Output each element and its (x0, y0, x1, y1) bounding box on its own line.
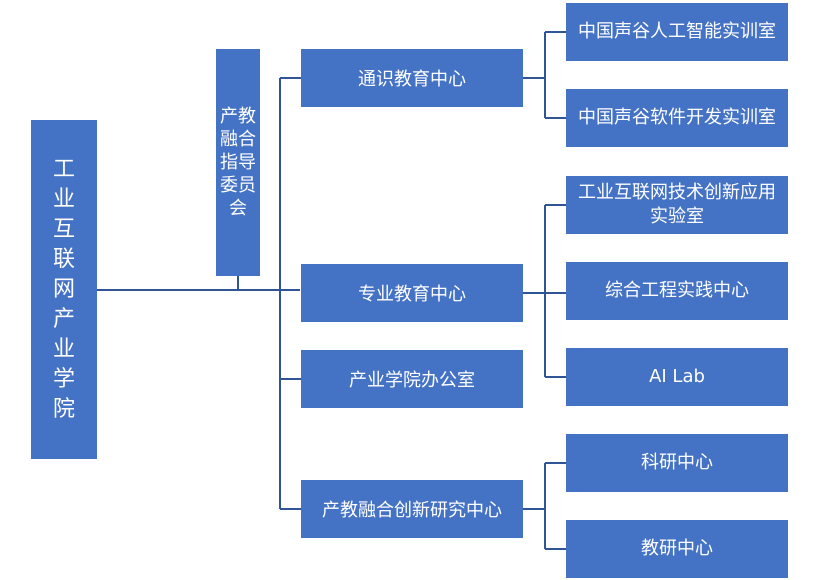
leaf-node-iiot-lab: 工业互联网技术创新应用实验室 (566, 176, 788, 234)
leaf-node-ai-lab-training: 中国声谷人工智能实训室 (566, 3, 788, 61)
center-node-professional-education: 专业教育中心 (301, 264, 523, 322)
center-node-innovation-research: 产教融合创新研究中心 (301, 480, 523, 538)
center-node-general-education: 通识教育中心 (301, 49, 523, 107)
root-node: 工业互联网产业学院 (31, 120, 97, 459)
leaf-node-teaching-research: 教研中心 (566, 520, 788, 578)
center-node-office: 产业学院办公室 (301, 350, 523, 408)
committee-node: 产教融合指导委员会 (216, 49, 260, 276)
leaf-node-software-training: 中国声谷软件开发实训室 (566, 89, 788, 147)
leaf-node-ai-lab: AI Lab (566, 348, 788, 406)
leaf-node-engineering-practice: 综合工程实践中心 (566, 262, 788, 320)
leaf-node-research-center: 科研中心 (566, 434, 788, 492)
